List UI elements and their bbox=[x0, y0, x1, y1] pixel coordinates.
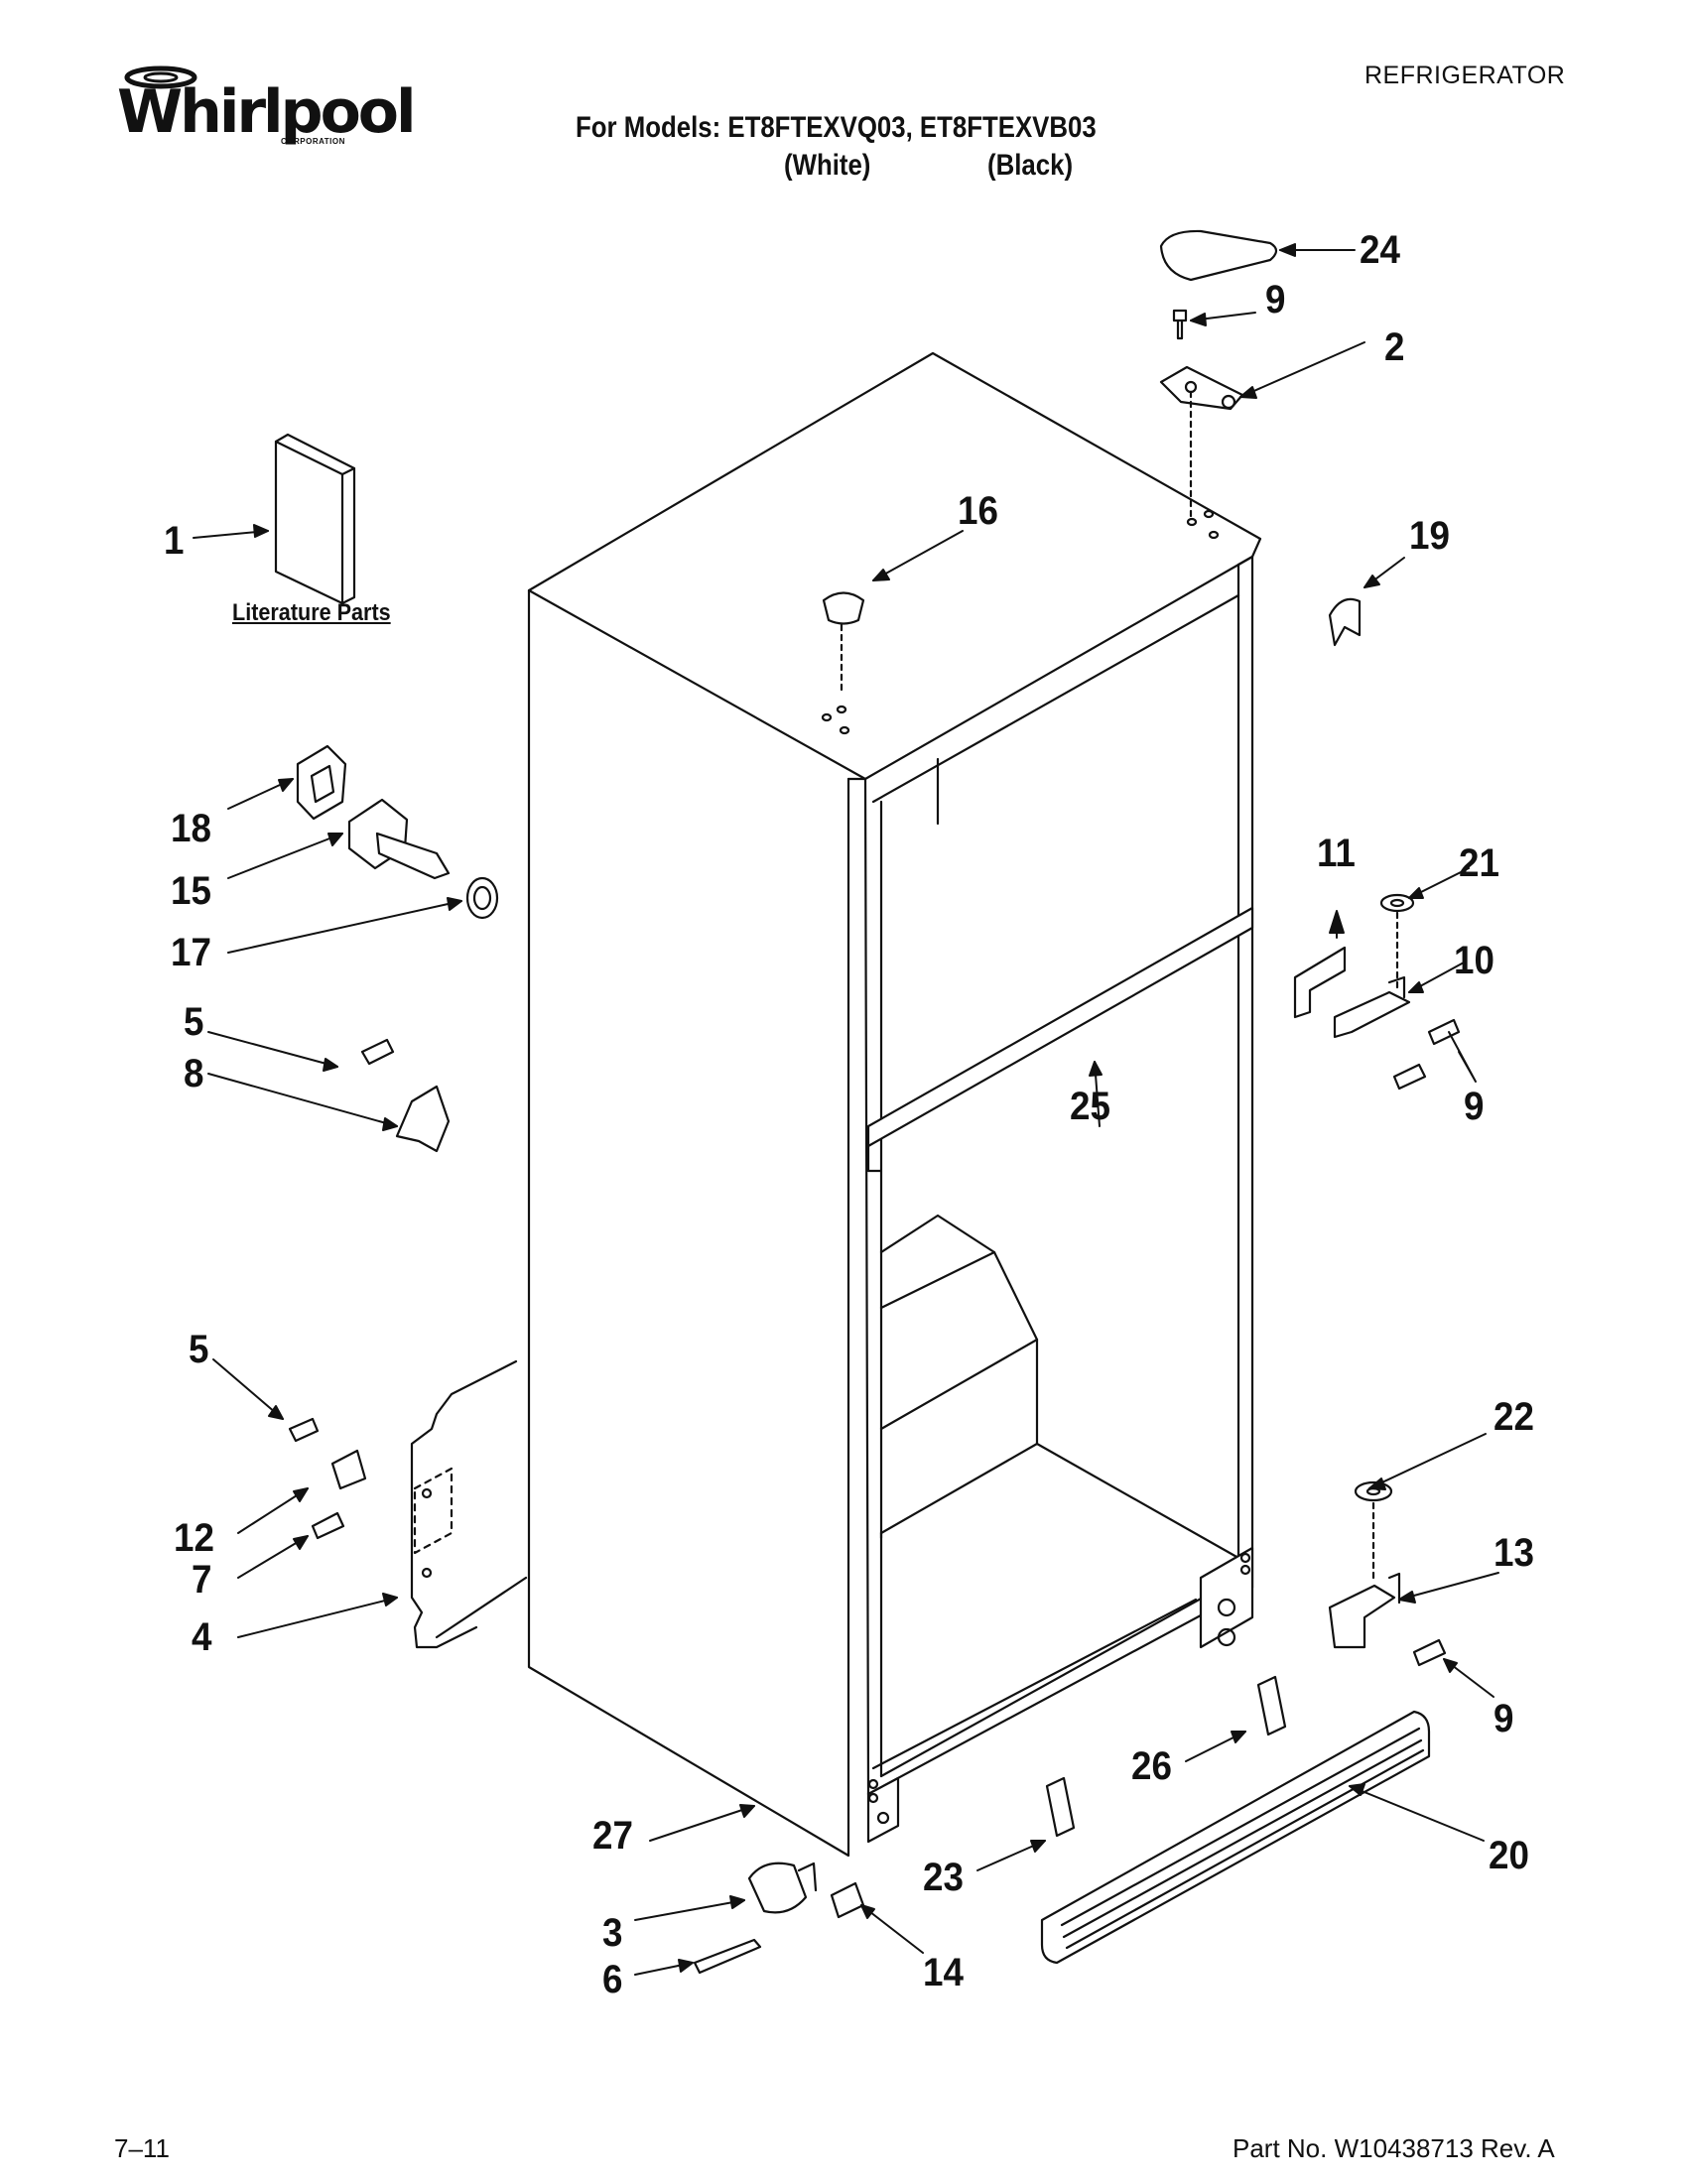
callout-26: 26 bbox=[1131, 1744, 1172, 1788]
callout-13: 13 bbox=[1493, 1531, 1534, 1575]
variant-black: (Black) bbox=[987, 149, 1074, 182]
callout-18: 18 bbox=[171, 807, 211, 850]
callout-10: 10 bbox=[1454, 939, 1494, 982]
callout-8: 8 bbox=[184, 1052, 204, 1095]
date-code: 7–11 bbox=[114, 2133, 170, 2163]
models-title: For Models: ET8FTEXVQ03, ET8FTEXVB03 bbox=[576, 111, 1097, 144]
part-number: Part No. W10438713 Rev. A bbox=[1233, 2133, 1555, 2163]
whirlpool-logo-swoosh-icon bbox=[124, 65, 197, 89]
callout-7: 7 bbox=[192, 1558, 212, 1602]
callout-9-lower: 9 bbox=[1493, 1697, 1514, 1740]
callout-23: 23 bbox=[923, 1856, 964, 1899]
callout-2: 2 bbox=[1384, 325, 1405, 369]
brand-wordmark: Whirlpool bbox=[117, 77, 417, 147]
callout-6: 6 bbox=[602, 1958, 623, 2001]
callout-15: 15 bbox=[171, 869, 211, 913]
callout-4: 4 bbox=[192, 1615, 212, 1659]
callout-9-mid: 9 bbox=[1464, 1085, 1485, 1128]
product-category: REFRIGERATOR bbox=[1364, 62, 1566, 89]
callout-27: 27 bbox=[592, 1814, 633, 1858]
callout-9-top: 9 bbox=[1265, 278, 1286, 321]
callout-19: 19 bbox=[1409, 514, 1450, 558]
callout-14: 14 bbox=[923, 1951, 964, 1994]
callout-22: 22 bbox=[1493, 1395, 1534, 1439]
callout-25: 25 bbox=[1070, 1085, 1110, 1128]
variant-white: (White) bbox=[784, 149, 871, 182]
brand-subtitle: CORPORATION bbox=[281, 137, 345, 146]
callout-3: 3 bbox=[602, 1911, 623, 1955]
callout-20: 20 bbox=[1489, 1834, 1529, 1877]
callout-16: 16 bbox=[958, 489, 998, 533]
callout-12: 12 bbox=[174, 1516, 214, 1560]
callout-21: 21 bbox=[1459, 841, 1499, 885]
literature-parts-label: Literature Parts bbox=[232, 599, 391, 626]
callout-1: 1 bbox=[164, 519, 185, 563]
cabinet-drawing bbox=[527, 351, 1262, 1858]
callout-5-lower: 5 bbox=[189, 1328, 209, 1371]
callout-11: 11 bbox=[1317, 832, 1356, 875]
callout-17: 17 bbox=[171, 931, 211, 974]
callout-24: 24 bbox=[1360, 228, 1400, 272]
callout-5-upper: 5 bbox=[184, 1000, 204, 1044]
